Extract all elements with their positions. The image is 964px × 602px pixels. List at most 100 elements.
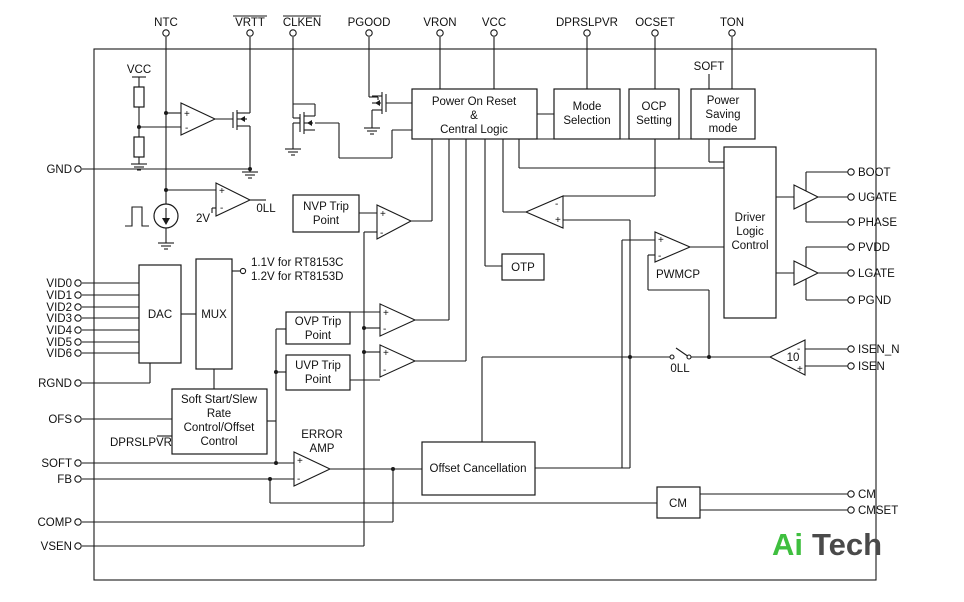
pin-ocset[interactable] xyxy=(651,29,659,37)
uvp-block: UVP Trip Point + - xyxy=(285,344,417,391)
svg-text:Power: Power xyxy=(707,95,740,107)
svg-text:Driver: Driver xyxy=(735,212,766,224)
svg-text:Rate: Rate xyxy=(207,408,231,420)
soft-pin: SOFT xyxy=(41,458,278,470)
pin-clken[interactable] xyxy=(289,29,297,37)
svg-text:-: - xyxy=(383,365,386,376)
pin-pgood[interactable] xyxy=(365,29,373,37)
pin-cmset[interactable] xyxy=(847,506,855,514)
svg-text:SOFT: SOFT xyxy=(41,458,72,470)
pin-label-ntc: NTC xyxy=(154,17,178,29)
vid-pins: VID0 VID1 VID2 VID3 VID4 VID5 VID6 xyxy=(46,278,139,360)
ofs-pin: OFS DPRSLPVR xyxy=(48,414,172,449)
svg-text:+: + xyxy=(297,456,303,467)
svg-text:Point: Point xyxy=(305,330,332,342)
aitech-logo: Ai Tech xyxy=(772,527,882,562)
error-amp: ERROR AMP + - xyxy=(269,429,657,522)
pin-label-boot: BOOT xyxy=(858,167,891,179)
svg-text:VID0: VID0 xyxy=(46,278,72,290)
svg-text:&: & xyxy=(470,110,478,122)
vsen-pin: VSEN xyxy=(41,541,364,553)
pin-ton[interactable] xyxy=(728,29,736,37)
pin-vid3[interactable] xyxy=(74,314,82,322)
ntc-current-source xyxy=(125,188,216,250)
pin-vid5[interactable] xyxy=(74,338,82,346)
svg-text:-: - xyxy=(380,228,383,239)
pin-boot[interactable] xyxy=(847,168,855,176)
lgate-driver xyxy=(776,246,848,301)
svg-text:VID2: VID2 xyxy=(46,302,72,314)
svg-text:Point: Point xyxy=(313,215,340,227)
pin-vrtt[interactable] xyxy=(246,29,254,37)
nvp-trip-block: NVP Trip Point + - xyxy=(292,194,413,240)
pin-isen[interactable] xyxy=(847,362,855,370)
pin-ugate[interactable] xyxy=(847,193,855,201)
pin-fb[interactable] xyxy=(74,475,82,483)
svg-text:Central Logic: Central Logic xyxy=(440,124,508,136)
svg-text:VID6: VID6 xyxy=(46,348,72,360)
ocp-setting-block: OCP Setting xyxy=(628,88,680,140)
svg-text:Saving: Saving xyxy=(705,109,740,121)
svg-text:VID3: VID3 xyxy=(46,313,72,325)
svg-text:MUX: MUX xyxy=(201,309,227,321)
pin-vsen[interactable] xyxy=(74,542,82,550)
pin-label-cm: CM xyxy=(858,489,876,501)
pin-label-pgood: PGOOD xyxy=(348,17,391,29)
svg-text:mode: mode xyxy=(709,123,738,135)
svg-text:COMP: COMP xyxy=(38,517,73,529)
isen-gain-amp: 10 - + 0LL xyxy=(481,339,848,442)
pin-vid0[interactable] xyxy=(74,279,82,287)
chip-boundary xyxy=(93,48,877,581)
pin-comp[interactable] xyxy=(74,518,82,526)
svg-text:VSEN: VSEN xyxy=(41,541,72,553)
mode-selection-block: Mode Selection xyxy=(553,88,621,140)
pin-vron[interactable] xyxy=(436,29,444,37)
pin-vid1[interactable] xyxy=(74,291,82,299)
offset-cancellation-block: Offset Cancellation xyxy=(421,358,631,496)
pin-phase[interactable] xyxy=(847,218,855,226)
pin-gnd[interactable] xyxy=(74,165,82,173)
pin-soft[interactable] xyxy=(74,459,82,467)
svg-text:Selection: Selection xyxy=(563,115,610,127)
svg-text:-: - xyxy=(658,251,661,262)
svg-text:Control: Control xyxy=(200,436,237,448)
pin-ntc[interactable] xyxy=(162,29,170,37)
pin-pvdd[interactable] xyxy=(847,243,855,251)
svg-text:Logic: Logic xyxy=(736,226,764,238)
pin-cm[interactable] xyxy=(847,490,855,498)
pin-pgnd[interactable] xyxy=(847,296,855,304)
pin-vid6[interactable] xyxy=(74,349,82,357)
pin-rgnd[interactable] xyxy=(74,379,82,387)
pin-vid4[interactable] xyxy=(74,326,82,334)
svg-text:OCP: OCP xyxy=(642,101,667,113)
pin-lgate[interactable] xyxy=(847,269,855,277)
svg-text:+: + xyxy=(658,235,664,246)
pin-label-vrtt: VRTT xyxy=(235,17,265,29)
svg-text:Control: Control xyxy=(731,240,768,252)
dac-block: DAC xyxy=(138,264,196,364)
power-saving-block: SOFT Power Saving mode xyxy=(690,61,756,140)
pin-label-vcc: VCC xyxy=(482,17,506,29)
pwmcp-label: PWMCP xyxy=(656,269,700,281)
power-on-reset-block: Power On Reset & Central Logic xyxy=(411,88,538,140)
pgood-mosfet xyxy=(364,92,412,135)
svg-text:-: - xyxy=(383,324,386,335)
vrtt-mosfet xyxy=(232,110,258,179)
svg-text:+: + xyxy=(219,186,225,197)
svg-text:+: + xyxy=(184,109,190,120)
svg-text:DAC: DAC xyxy=(148,309,172,321)
svg-text:Control/Offset: Control/Offset xyxy=(184,422,256,434)
svg-text:OVP Trip: OVP Trip xyxy=(295,316,341,328)
ntc-comparator: + - xyxy=(180,102,233,136)
two-v-label: 2V xyxy=(196,213,210,225)
soft-start-block: Soft Start/Slew Rate Control/Offset Cont… xyxy=(171,388,276,455)
pin-isen-n[interactable] xyxy=(847,345,855,353)
svg-text:-: - xyxy=(797,344,800,355)
pin-ofs[interactable] xyxy=(74,415,82,423)
ntc-2v-comparator: + - 2V 0LL xyxy=(196,182,276,225)
pwmcp-comparator: + - PWMCP xyxy=(621,231,724,468)
pin-vid2[interactable] xyxy=(74,303,82,311)
pin-dprslpvr[interactable] xyxy=(583,29,591,37)
pin-vcc[interactable] xyxy=(490,29,498,37)
